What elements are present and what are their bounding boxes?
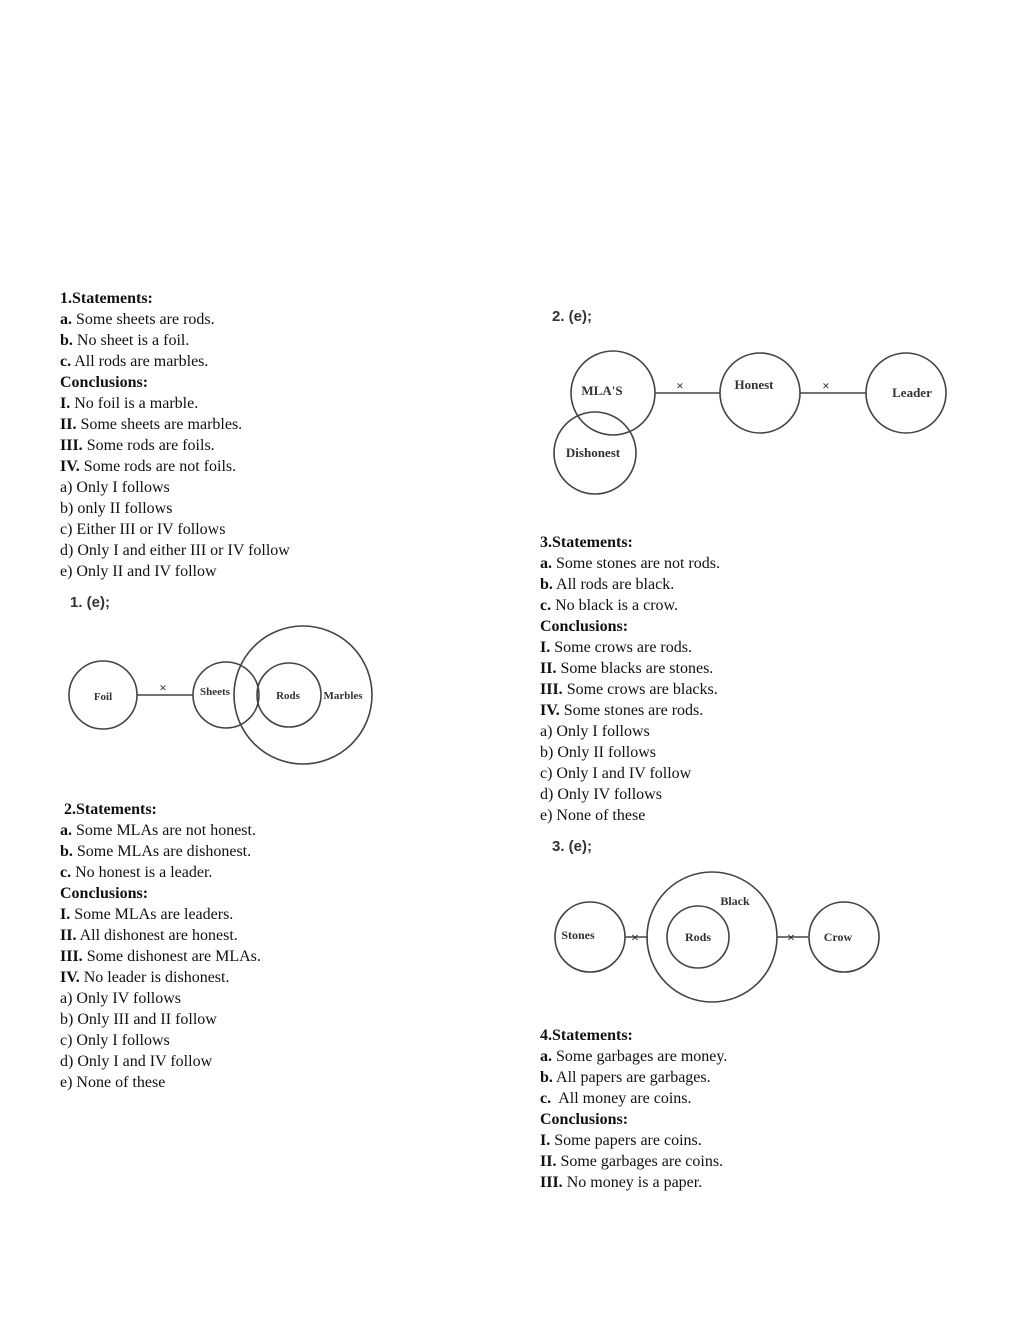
q1-statement-c: c. All rods are marbles. <box>60 353 209 370</box>
q1-answer: 1. (e); <box>70 594 111 611</box>
q3-statement-a: a. Some stones are not rods. <box>540 555 720 572</box>
q3-option-a: a) Only I follows <box>540 723 650 740</box>
q1-option-c: c) Either III or IV follows <box>60 521 226 538</box>
q3-option-b: b) Only II follows <box>540 744 656 761</box>
crow-label: Crow <box>824 930 853 944</box>
stones-label: Stones <box>561 928 595 942</box>
q1-option-e: e) Only II and IV follow <box>60 563 217 580</box>
foil-label: Foil <box>94 691 112 703</box>
honest-leader-cross: × <box>822 378 829 393</box>
q3-answer: 3. (e); <box>552 838 593 855</box>
black-label: Black <box>720 894 750 908</box>
question-1: 1.Statements: a. Some sheets are rods. b… <box>60 288 290 582</box>
question-2: 2.Statements: a. Some MLAs are not hones… <box>60 799 261 1093</box>
q1-statement-b: b. No sheet is a foil. <box>60 332 190 349</box>
q1-statement-a: a. Some sheets are rods. <box>60 311 215 328</box>
q1-venn-diagram: × Foil Sheets Rods Marbles <box>68 625 373 765</box>
q2-venn-diagram: × × MLA'S Honest Leader Dishonest <box>553 350 947 495</box>
q2-statement-b: b. Some MLAs are dishonest. <box>60 843 252 860</box>
q1-option-b: b) only II follows <box>60 500 173 517</box>
q4-statement-b: b. All papers are garbages. <box>540 1069 711 1086</box>
q2-option-d: d) Only I and IV follow <box>60 1053 213 1070</box>
q3-statement-c: c. No black is a crow. <box>540 597 679 614</box>
leader-circle <box>865 352 947 434</box>
dishonest-label: Dishonest <box>566 445 621 460</box>
q3-venn-diagram: × × Stones Black Rods Crow <box>554 871 880 1003</box>
q1-option-d: d) Only I and either III or IV follow <box>60 542 290 559</box>
rods-label: Rods <box>685 930 711 944</box>
sheets-circle <box>192 661 260 729</box>
q4-conclusions-title: Conclusions: <box>540 1111 629 1128</box>
q2-option-c: c) Only I follows <box>60 1032 170 1049</box>
q4-conclusion-3: III. No money is a paper. <box>540 1174 703 1191</box>
q2-conclusions-title: Conclusions: <box>60 885 149 902</box>
q3-conclusion-1: I. Some crows are rods. <box>540 639 692 656</box>
marbles-circle <box>233 625 373 765</box>
question-3: 3.Statements: a. Some stones are not rod… <box>540 532 720 826</box>
q2-option-b: b) Only III and II follow <box>60 1011 217 1028</box>
rods-label: Rods <box>276 690 301 702</box>
stones-black-cross: × <box>631 931 639 946</box>
q4-statement-a: a. Some garbages are money. <box>540 1048 728 1065</box>
rods-circle <box>666 905 730 969</box>
q1-conclusion-1: I. No foil is a marble. <box>60 395 199 412</box>
q1-conclusions-title: Conclusions: <box>60 374 149 391</box>
foil-sheets-cross: × <box>159 680 166 695</box>
rods-circle <box>256 662 322 728</box>
q3-conclusion-2: II. Some blacks are stones. <box>540 660 714 677</box>
q3-title: 3.Statements: <box>540 534 633 551</box>
q2-conclusion-4: IV. No leader is dishonest. <box>60 969 230 986</box>
q4-conclusion-2: II. Some garbages are coins. <box>540 1153 724 1170</box>
leader-label: Leader <box>892 385 932 400</box>
mlas-label: MLA'S <box>581 383 622 398</box>
q2-conclusion-2: II. All dishonest are honest. <box>60 927 238 944</box>
sheets-label: Sheets <box>200 686 231 698</box>
mlas-honest-cross: × <box>676 378 683 393</box>
honest-label: Honest <box>735 377 775 392</box>
q4-conclusion-1: I. Some papers are coins. <box>540 1132 702 1149</box>
q3-option-c: c) Only I and IV follow <box>540 765 692 782</box>
q4-title: 4.Statements: <box>540 1027 633 1044</box>
q2-option-a: a) Only IV follows <box>60 990 182 1007</box>
question-4: 4.Statements: a. Some garbages are money… <box>540 1025 727 1193</box>
black-crow-cross: × <box>787 931 795 946</box>
dishonest-circle <box>553 411 637 495</box>
q2-title: 2.Statements: <box>64 801 157 818</box>
q2-option-e: e) None of these <box>60 1074 166 1091</box>
q3-statement-b: b. All rods are black. <box>540 576 675 593</box>
q3-option-e: e) None of these <box>540 807 646 824</box>
marbles-label: Marbles <box>323 690 363 702</box>
q2-statement-c: c. No honest is a leader. <box>60 864 213 881</box>
q3-conclusion-3: III. Some crows are blacks. <box>540 681 718 698</box>
q1-conclusion-2: II. Some sheets are marbles. <box>60 416 243 433</box>
q1-title: 1.Statements: <box>60 290 153 307</box>
crow-circle <box>808 901 880 973</box>
q2-conclusion-1: I. Some MLAs are leaders. <box>60 906 234 923</box>
q1-conclusion-4: IV. Some rods are not foils. <box>60 458 237 475</box>
q1-conclusion-3: III. Some rods are foils. <box>60 437 215 454</box>
q2-answer: 2. (e); <box>552 308 593 325</box>
q1-option-a: a) Only I follows <box>60 479 170 496</box>
q3-conclusion-4: IV. Some stones are rods. <box>540 702 704 719</box>
q3-conclusions-title: Conclusions: <box>540 618 629 635</box>
q2-statement-a: a. Some MLAs are not honest. <box>60 822 256 839</box>
q3-option-d: d) Only IV follows <box>540 786 662 803</box>
q2-conclusion-3: III. Some dishonest are MLAs. <box>60 948 261 965</box>
honest-circle <box>719 352 801 434</box>
q4-statement-c: c. All money are coins. <box>540 1090 692 1107</box>
